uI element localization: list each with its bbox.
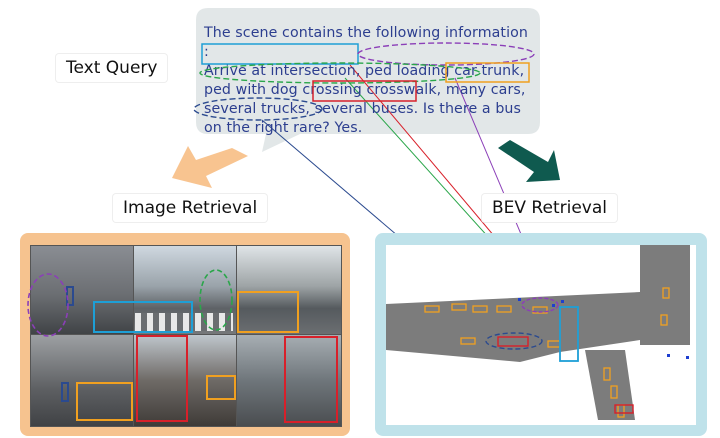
image-retrieval-label: Image Retrieval xyxy=(113,194,268,222)
camera-back-right xyxy=(236,334,342,427)
bev-road-lower xyxy=(585,350,635,420)
img-hl-blue-2 xyxy=(61,382,69,402)
bev-intersection xyxy=(559,306,579,362)
img-hl-red-2 xyxy=(284,336,338,423)
camera-back xyxy=(133,334,238,427)
crosswalk xyxy=(135,313,233,331)
hl-buses xyxy=(312,80,417,102)
bev-road-upper xyxy=(640,245,690,312)
camera-front-right xyxy=(236,245,342,336)
hl-ped-dog xyxy=(199,62,481,84)
img-hl-orange-3 xyxy=(206,375,236,400)
bev-pedestrians xyxy=(518,298,689,359)
hl-cars xyxy=(445,62,530,83)
right-arrow xyxy=(498,140,560,182)
hl-ped-trunk xyxy=(357,42,535,66)
img-hl-green xyxy=(199,269,233,331)
bev-road-right xyxy=(640,300,690,345)
query-line-1: The scene contains the following informa… xyxy=(204,25,528,60)
bev-bus-1 xyxy=(497,336,529,347)
query-line-3: ped with dog crossing crosswalk, many ca… xyxy=(204,82,526,98)
img-hl-orange-2 xyxy=(76,382,133,421)
hl-right-rare xyxy=(193,97,323,121)
camera-back-left xyxy=(30,334,135,427)
camera-front-left xyxy=(30,245,135,336)
img-hl-purple xyxy=(27,273,69,337)
bev-bus-2 xyxy=(614,404,634,414)
bev-hl-purple xyxy=(521,297,559,313)
camera-grid xyxy=(30,245,342,427)
img-hl-red-1 xyxy=(136,335,188,422)
bev-road-main xyxy=(386,292,640,362)
text-query-label: Text Query xyxy=(56,54,168,82)
query-text: The scene contains the following informa… xyxy=(204,24,534,138)
query-line-5: on the right rare? Yes. xyxy=(204,120,363,136)
bev-retrieval-label: BEV Retrieval xyxy=(482,194,617,222)
img-hl-cyan xyxy=(93,301,193,333)
bev-hl-navy xyxy=(485,332,543,350)
query-line-4: several trucks, several buses. Is there … xyxy=(204,101,522,117)
left-arrow xyxy=(172,146,248,188)
img-hl-orange-1 xyxy=(237,291,299,333)
